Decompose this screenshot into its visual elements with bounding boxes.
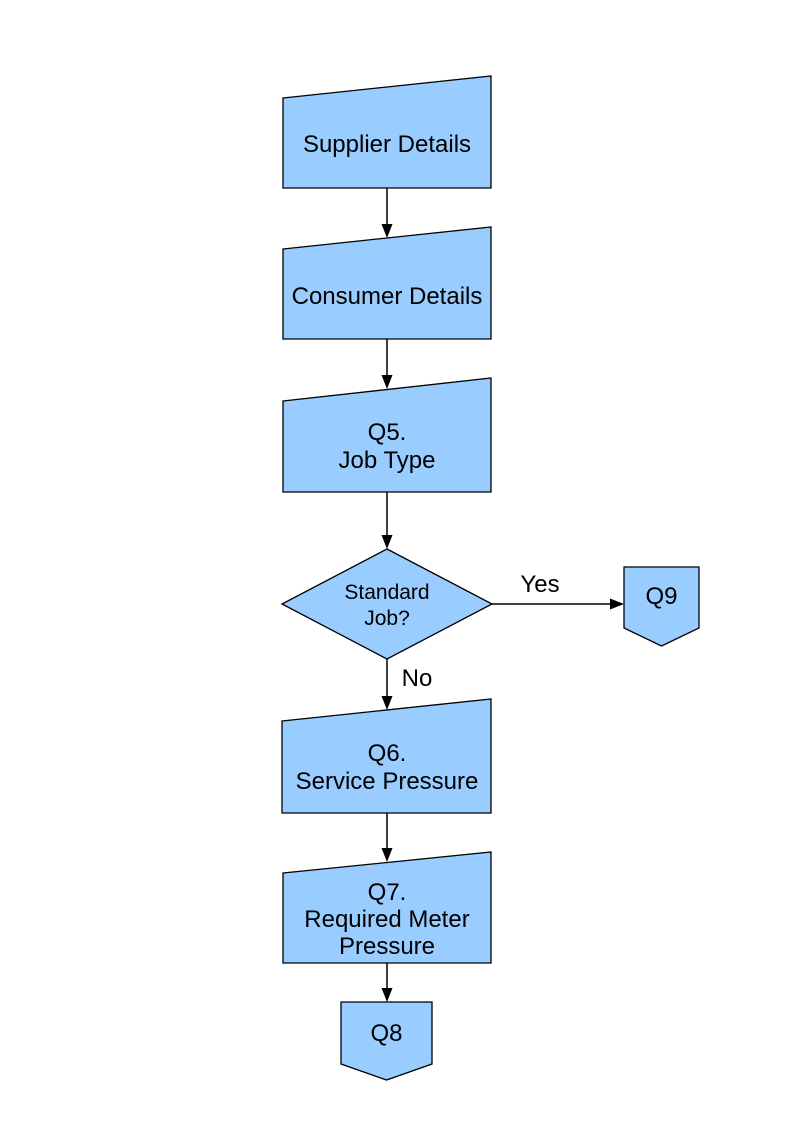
edge-decision-no-to-q6: No	[381, 659, 433, 710]
arrowhead-icon	[610, 598, 624, 610]
edge-q6-to-q7	[381, 813, 393, 862]
node-q9-label: Q9	[645, 583, 677, 610]
decision-diamond-shape	[280, 548, 494, 660]
node-q7-line1: Q7.	[368, 879, 407, 906]
node-decision-line2: Job?	[364, 607, 410, 630]
edge-label-yes: Yes	[520, 571, 559, 598]
node-consumer-details: Consumer Details	[282, 226, 492, 340]
node-decision-line1: Standard	[344, 581, 429, 604]
node-supplier-label: Supplier Details	[303, 131, 471, 158]
off-page-connector-shape-q8	[340, 1001, 433, 1081]
node-q7-line3: Pressure	[339, 933, 435, 960]
node-q8-connector: Q8	[340, 1001, 433, 1081]
manual-input-shape-q5	[282, 377, 492, 493]
edge-label-no: No	[402, 665, 433, 692]
manual-input-shape-q6	[281, 698, 492, 814]
manual-input-shape-q7	[282, 851, 492, 964]
arrowhead-icon	[381, 224, 393, 238]
node-q6-line2: Service Pressure	[296, 768, 479, 795]
node-q7-line2: Required Meter	[304, 906, 469, 933]
node-q5-line2: Job Type	[339, 447, 436, 474]
node-consumer-label: Consumer Details	[292, 283, 483, 310]
edge-supplier-to-consumer	[381, 188, 393, 238]
arrowhead-icon	[381, 988, 393, 1002]
edge-q5-to-decision	[381, 492, 393, 549]
node-q5-job-type: Q5. Job Type	[282, 377, 492, 493]
node-supplier-details: Supplier Details	[282, 75, 492, 189]
off-page-connector-shape-q9	[623, 566, 700, 647]
node-q5-line1: Q5.	[368, 419, 407, 446]
node-q7-required-meter-pressure: Q7. Required Meter Pressure	[282, 851, 492, 964]
node-standard-job-decision: Standard Job?	[280, 548, 494, 660]
node-q6-service-pressure: Q6. Service Pressure	[281, 698, 492, 814]
manual-input-shape-consumer	[282, 226, 492, 340]
arrowhead-icon	[381, 696, 393, 710]
edge-decision-yes-to-q9: Yes	[492, 571, 624, 610]
arrowhead-icon	[381, 535, 393, 549]
node-q8-label: Q8	[370, 1020, 402, 1047]
node-q6-line1: Q6.	[368, 740, 407, 767]
arrowhead-icon	[381, 375, 393, 389]
edge-consumer-to-q5	[381, 339, 393, 389]
edge-q7-to-q8	[381, 963, 393, 1002]
node-q9-connector: Q9	[623, 566, 700, 647]
arrowhead-icon	[381, 848, 393, 862]
manual-input-shape-supplier	[282, 75, 492, 189]
